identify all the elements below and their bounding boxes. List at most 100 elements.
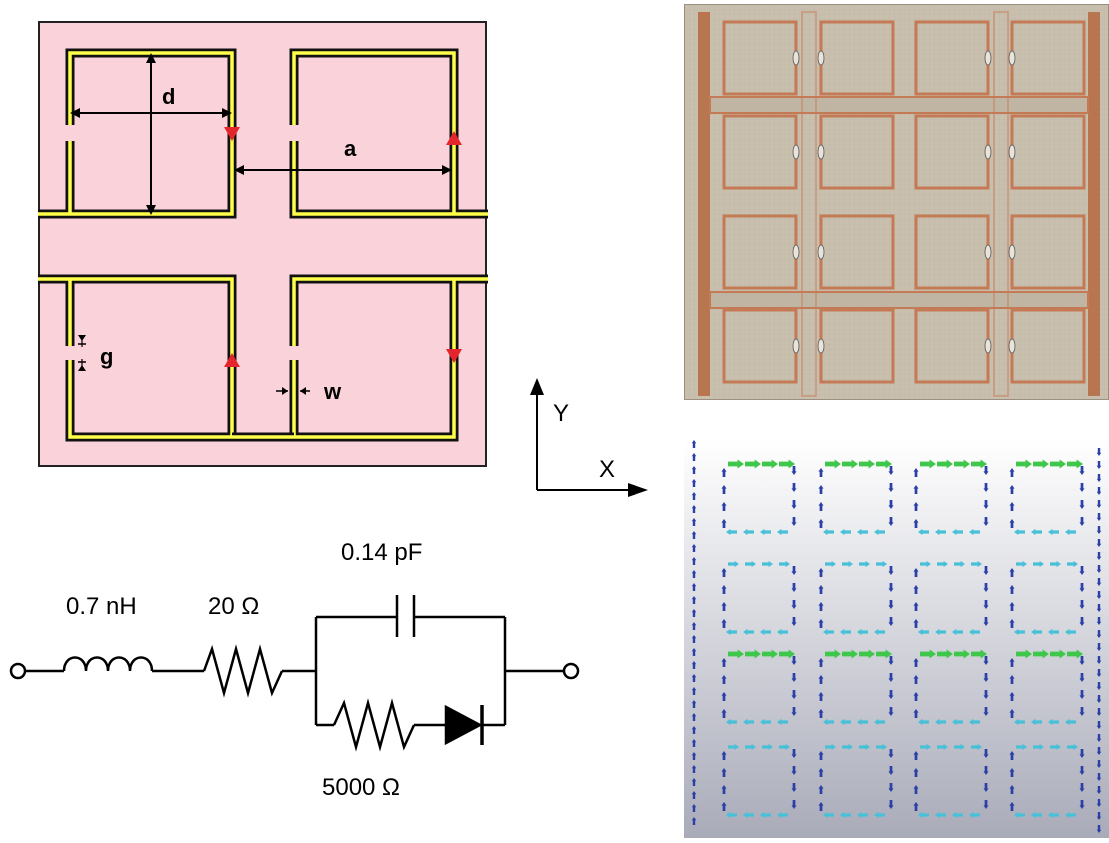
current-arrow [691, 596, 697, 604]
current-arrow [920, 459, 936, 469]
current-arrow [913, 692, 919, 701]
current-arrow [1079, 600, 1085, 609]
capacitor-label: 0.14 pF [341, 539, 422, 566]
current-arrow [691, 817, 697, 825]
current-arrow [791, 749, 797, 758]
diode-symbol [444, 704, 483, 746]
current-arrow [691, 778, 697, 786]
current-arrow [913, 751, 919, 760]
current-arrow [1067, 743, 1078, 751]
current-arrow [913, 802, 919, 811]
current-arrow [874, 628, 885, 636]
current-arrow [825, 649, 841, 659]
current-arrow [876, 649, 892, 659]
current-arrow [691, 609, 697, 617]
current-arrow [937, 459, 953, 469]
current-arrow [777, 628, 788, 636]
current-arrow [1096, 630, 1102, 638]
current-arrow [721, 619, 727, 628]
current-arrow [1096, 695, 1102, 703]
current-arrow [954, 459, 970, 469]
current-arrow [1096, 734, 1102, 742]
current-arrow [818, 658, 824, 667]
current-arrow [935, 718, 946, 726]
photo-diode [984, 244, 992, 260]
current-arrow [971, 743, 982, 751]
current-arrow [983, 766, 989, 775]
current-arrow [888, 500, 894, 509]
current-arrow [1009, 692, 1015, 701]
current-arrow [1079, 656, 1085, 665]
current-arrow [888, 583, 894, 592]
current-arrow [952, 628, 963, 636]
current-arrow [745, 649, 761, 659]
current-arrow [818, 768, 824, 777]
current-arrow [818, 802, 824, 811]
current-arrow [1096, 708, 1102, 716]
photo-vertical-strip [801, 11, 817, 397]
current-arrow [1050, 649, 1066, 659]
dimension-g [78, 335, 86, 371]
current-arrow [691, 622, 697, 630]
current-arrow [840, 718, 851, 726]
current-arrow [918, 628, 929, 636]
photo-diode [792, 144, 800, 160]
current-arrow [1050, 560, 1061, 568]
current-arrow [1096, 799, 1102, 807]
current-arrow [1050, 743, 1061, 751]
current-arrow [1096, 487, 1102, 495]
current-arrow [818, 568, 824, 577]
photo-diode [984, 338, 992, 354]
current-arrow [1048, 718, 1059, 726]
current-arrow [691, 635, 697, 643]
current-arrow [1009, 568, 1015, 577]
current-arrow [726, 528, 737, 536]
label-d: d [162, 84, 175, 109]
current-arrow [791, 707, 797, 716]
current-arrow [721, 785, 727, 794]
current-arrow [1031, 811, 1042, 819]
copper-strip-left [698, 12, 710, 396]
shunt-resistor-label: 5000 Ω [322, 774, 400, 801]
current-arrow [691, 570, 697, 578]
current-arrow [983, 466, 989, 475]
current-arrow [857, 718, 868, 726]
current-arrow [1079, 749, 1085, 758]
surface-current-simulation [684, 440, 1109, 838]
current-arrow [920, 649, 936, 659]
current-arrow [1096, 643, 1102, 651]
current-arrow [691, 479, 697, 487]
current-arrow [1096, 656, 1102, 664]
current-arrow [971, 459, 987, 469]
current-arrow [1096, 448, 1102, 456]
resistor-series-symbol [202, 644, 284, 698]
current-arrow [1016, 743, 1027, 751]
current-arrow [935, 811, 946, 819]
current-arrow [969, 528, 980, 536]
current-arrow [954, 649, 970, 659]
current-arrow [691, 466, 697, 474]
current-arrow [1096, 500, 1102, 508]
current-arrow [726, 718, 737, 726]
current-arrow [818, 785, 824, 794]
terminal-right [562, 662, 580, 680]
current-arrow [726, 811, 737, 819]
current-arrow [691, 726, 697, 734]
label-g: g [100, 344, 113, 369]
current-arrow [791, 690, 797, 699]
current-arrow [1033, 649, 1049, 659]
current-arrow [745, 743, 756, 751]
current-arrow [1096, 812, 1102, 820]
current-arrow [791, 517, 797, 526]
current-arrow [791, 466, 797, 475]
current-arrow [1016, 560, 1027, 568]
current-arrow [918, 528, 929, 536]
current-arrow [888, 600, 894, 609]
dimension-w [276, 387, 310, 395]
current-arrow [818, 692, 824, 701]
current-arrow [969, 628, 980, 636]
current-arrow [825, 743, 836, 751]
current-arrow [888, 783, 894, 792]
current-arrow [818, 709, 824, 718]
current-arrow [760, 628, 771, 636]
